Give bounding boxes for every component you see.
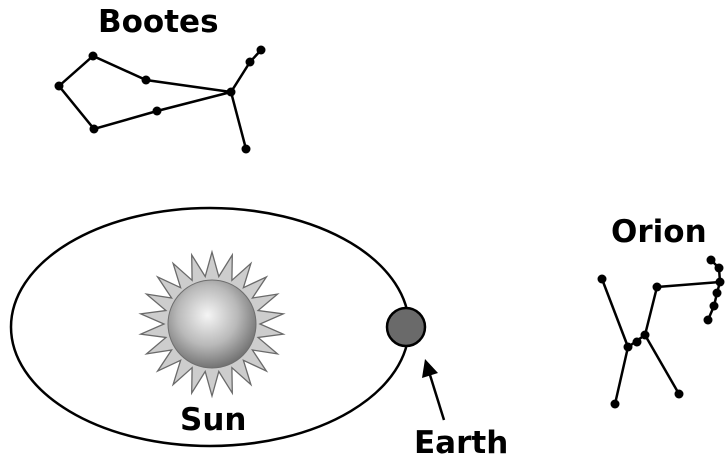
orion-line — [613, 346, 630, 405]
bootes-star — [141, 75, 151, 85]
earth-label: Earth — [414, 425, 508, 456]
orion-star — [706, 255, 716, 265]
orion-star — [652, 282, 662, 292]
earth-arrow — [422, 359, 446, 421]
orion-star — [640, 330, 650, 340]
bootes-star — [152, 106, 162, 116]
orion-star — [597, 274, 607, 284]
bootes-star — [245, 57, 255, 67]
orion-star — [674, 389, 684, 399]
orion-star — [715, 277, 725, 287]
earth — [385, 306, 427, 348]
bootes-tail-line — [229, 91, 248, 150]
orion-star — [632, 337, 642, 347]
orion-star — [712, 288, 722, 298]
bootes-star — [241, 144, 251, 154]
orion-star — [714, 263, 724, 273]
orion-line — [656, 280, 721, 289]
orion-constellation — [597, 255, 725, 409]
orion-star — [610, 399, 620, 409]
orion-label: Orion — [611, 214, 707, 250]
sun-body — [167, 279, 257, 369]
orion-star — [623, 342, 633, 352]
orion-star — [709, 301, 719, 311]
bootes-label: Bootes — [98, 4, 219, 40]
bootes-star — [89, 124, 99, 134]
orion-line — [600, 278, 630, 348]
bootes-constellation — [54, 45, 266, 154]
orion-star — [703, 315, 713, 325]
sun — [138, 249, 286, 399]
bootes-star — [256, 45, 266, 55]
bootes-star — [54, 81, 64, 91]
orion-line — [643, 334, 681, 395]
sun-label: Sun — [180, 402, 246, 438]
bootes-star — [88, 51, 98, 61]
bootes-star — [226, 87, 236, 97]
orion-line — [643, 286, 659, 336]
